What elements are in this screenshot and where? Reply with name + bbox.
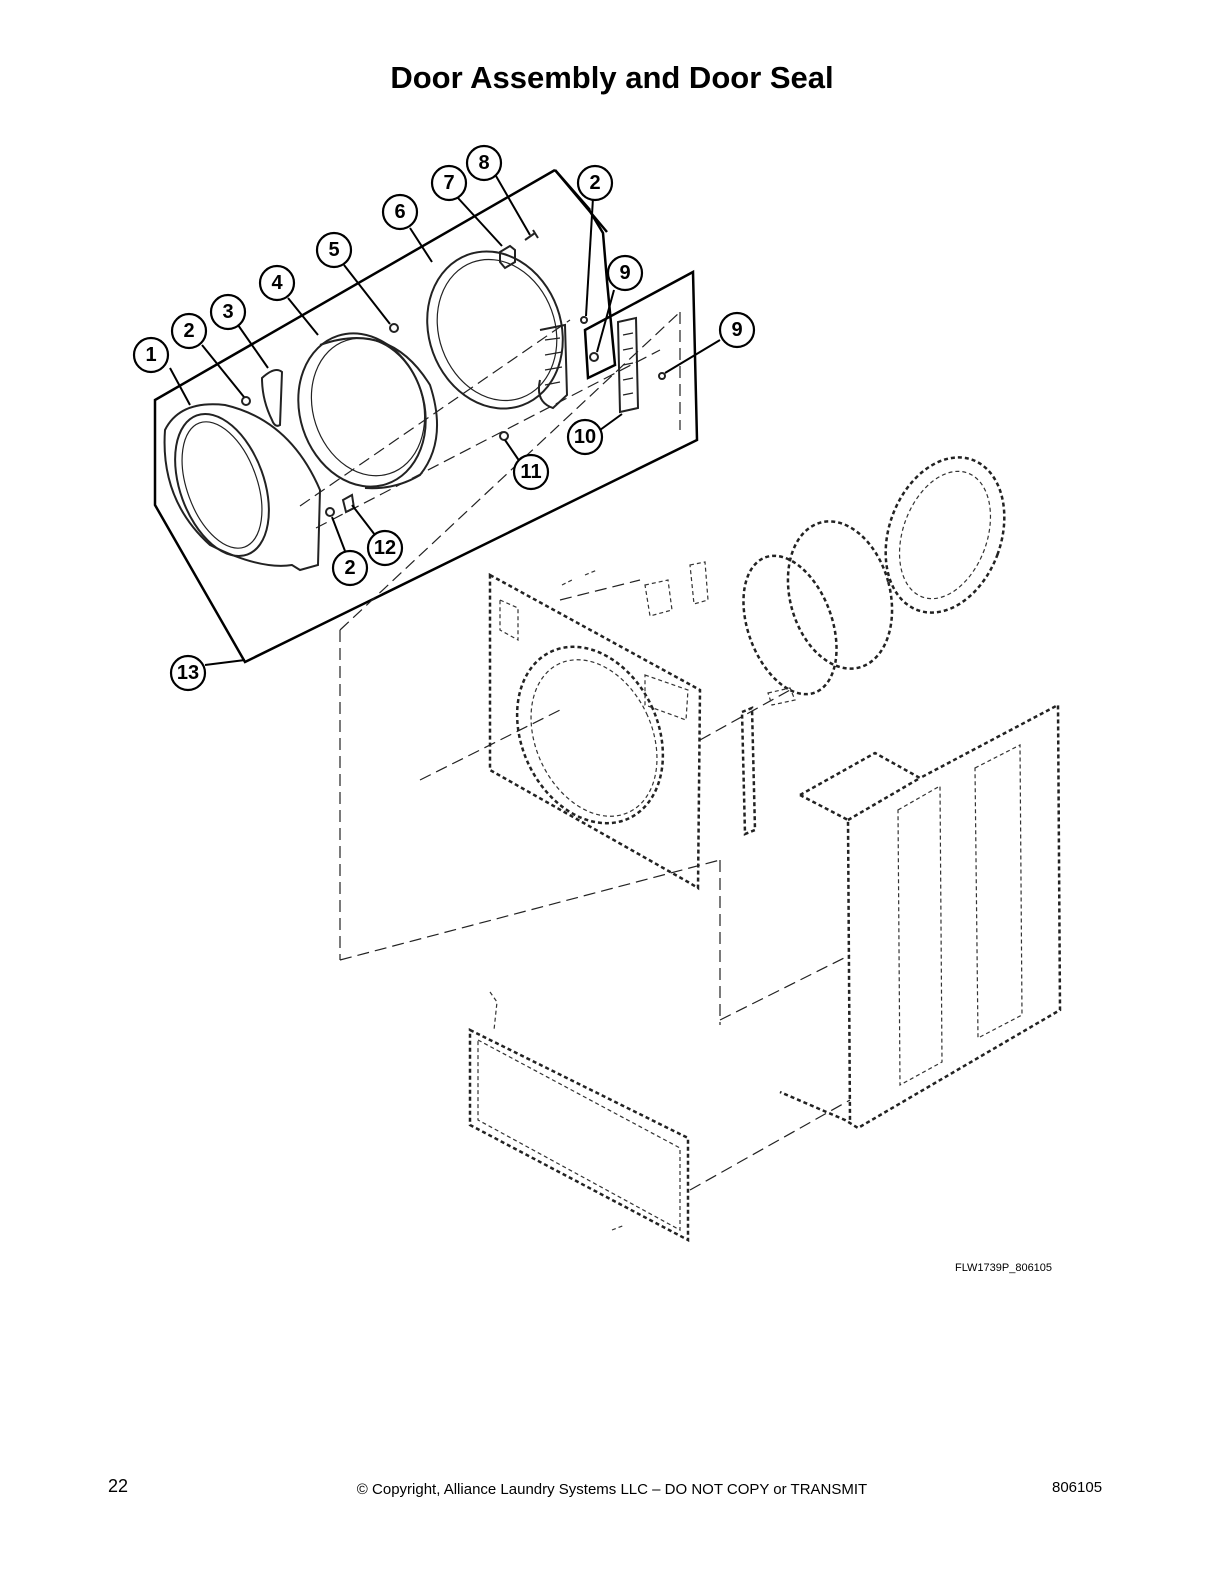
svg-text:12: 12 — [374, 537, 396, 559]
svg-text:4: 4 — [271, 272, 283, 294]
callout-4: 4 — [258, 264, 296, 302]
callout-10: 10 — [566, 418, 604, 456]
callout-9-left: 9 — [606, 254, 644, 292]
callout-1: 1 — [132, 336, 170, 374]
callout-11: 11 — [512, 453, 550, 491]
page-title: Door Assembly and Door Seal — [390, 60, 834, 95]
svg-text:11: 11 — [520, 461, 541, 483]
door-trim-ring — [163, 403, 322, 572]
page-number: 22 — [108, 1476, 129, 1496]
svg-text:5: 5 — [328, 239, 339, 261]
screw-9a — [589, 352, 599, 362]
door-glass — [297, 332, 439, 490]
svg-text:9: 9 — [619, 262, 630, 284]
callout-9-right: 9 — [718, 311, 756, 349]
bumper-11 — [499, 431, 509, 441]
svg-text:7: 7 — [443, 172, 454, 194]
callout-5: 5 — [315, 231, 353, 269]
svg-text:9: 9 — [731, 319, 742, 341]
front-panel-ghost — [488, 572, 702, 891]
svg-text:1: 1 — [145, 344, 156, 366]
screw-9b — [658, 372, 666, 380]
inner-door-frame — [426, 250, 569, 410]
svg-text:2: 2 — [183, 320, 194, 342]
figure-code: FLW1739P_806105 — [955, 1262, 1053, 1274]
callout-3: 3 — [209, 293, 247, 331]
callout-2: 2 — [170, 312, 208, 350]
door-handle — [260, 369, 284, 427]
callout-6: 6 — [381, 193, 419, 231]
svg-text:8: 8 — [478, 152, 489, 174]
bumper-5 — [389, 323, 399, 333]
screw-2c — [325, 507, 335, 517]
latch-screw — [524, 229, 539, 241]
svg-text:10: 10 — [574, 426, 596, 448]
door-hinge — [616, 316, 640, 414]
cabinet-ghost — [779, 702, 1062, 1130]
svg-text:2: 2 — [344, 557, 355, 579]
callout-2-top: 2 — [576, 164, 614, 202]
callout-12: 12 — [366, 529, 404, 567]
door-seal-ghost — [561, 456, 1006, 706]
svg-text:3: 3 — [222, 301, 233, 323]
svg-text:6: 6 — [394, 201, 405, 223]
svg-text:13: 13 — [177, 662, 199, 684]
callout-13: 13 — [169, 654, 207, 692]
callout-8: 8 — [465, 144, 503, 182]
copyright-notice: © Copyright, Alliance Laundry Systems LL… — [356, 1481, 868, 1498]
kick-panel-ghost — [468, 991, 690, 1243]
svg-text:2: 2 — [589, 172, 600, 194]
callout-7: 7 — [430, 164, 468, 202]
screw-2a — [241, 396, 251, 406]
document-number: 806105 — [1052, 1479, 1103, 1496]
bracket-ghost — [740, 706, 757, 836]
screw-2b — [580, 316, 588, 324]
callout-2-bottom: 2 — [331, 549, 369, 587]
latch-striker — [499, 244, 516, 270]
